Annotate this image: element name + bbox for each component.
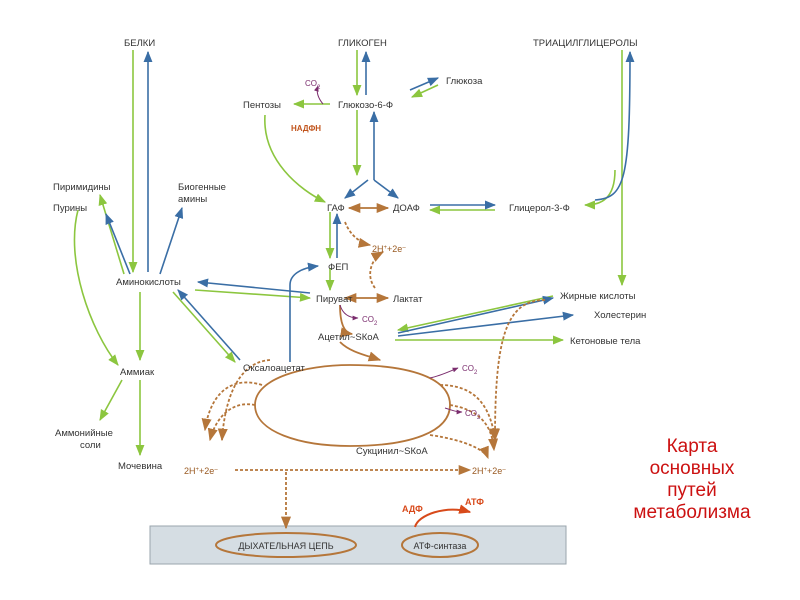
arrow-glicerol-tag xyxy=(594,50,635,201)
arrow-amino-pirimidiny xyxy=(98,193,125,275)
arrow-split-doaf xyxy=(373,179,399,199)
label-laktat: Лактат xyxy=(393,294,423,305)
co2-cycle-2: CO2 xyxy=(465,409,481,421)
label-fep: ФЕП xyxy=(328,262,349,273)
energy-left: 2H++2e– xyxy=(184,466,218,476)
label-belki: БЕЛКИ xyxy=(124,38,155,49)
arrow-g6f-glyukoza xyxy=(409,77,440,91)
arrow-split-gaf xyxy=(344,179,369,199)
co2-cycle-1: CO2 xyxy=(462,364,478,376)
label-sukcinil: Сукцинил~SКоА xyxy=(356,446,428,457)
label-mochevina: Мочевина xyxy=(118,461,163,472)
arrow-oksaloacetat-fep xyxy=(289,262,320,362)
label-zhirnye: Жирные кислоты xyxy=(560,291,636,302)
arrow-cycle-co2-2 xyxy=(444,407,463,415)
title-line-4: метаболизма xyxy=(633,502,751,523)
co2-g6f: CO2 xyxy=(305,79,321,91)
label-ketonovye: Кетоновые тела xyxy=(570,336,641,347)
arrow-oksaloacetat-amino xyxy=(177,289,241,361)
dash-right-loop-3 xyxy=(429,434,489,460)
label-pirimidiny: Пиримидины xyxy=(53,182,111,193)
arrow-cycle-co2-1 xyxy=(429,367,459,379)
label-holesterin: Холестерин xyxy=(594,310,646,321)
membrane-band xyxy=(149,525,567,565)
arrow-piruvat-amino xyxy=(196,278,311,294)
label-g6f: Глюкозо-6-Ф xyxy=(338,100,393,111)
arrow-glyukoza-g6f xyxy=(410,84,439,98)
brown-paths xyxy=(254,85,472,528)
label-piruvat: Пируват xyxy=(316,294,353,305)
label-aminokisloty: Аминокислоты xyxy=(116,277,181,288)
label-adf: АДФ xyxy=(402,504,423,514)
energy-right: 2H++2e– xyxy=(472,466,506,476)
atp-synthase-oval xyxy=(401,532,479,558)
energy-top: 2H++2e– xyxy=(372,244,406,254)
dash-left-loop-1 xyxy=(201,381,263,432)
arrow-ammiak-soli xyxy=(99,379,123,421)
dash-zhirnye-right xyxy=(489,299,546,442)
label-doaf: ДОАФ xyxy=(393,203,420,214)
respiratory-chain-oval xyxy=(215,532,357,558)
label-ammoniynye-2: соли xyxy=(80,440,101,451)
title-line-3: путей xyxy=(667,480,716,501)
arrow-zhirnye-acetil xyxy=(396,295,554,333)
krebs-cycle xyxy=(254,364,451,447)
arrow-pentozy-gaf xyxy=(264,114,327,203)
title-line-2: основных xyxy=(650,458,735,479)
title-line-1: Карта xyxy=(667,436,718,457)
arrow-amino-biogennye xyxy=(159,206,184,275)
arrow-piruvat-co2 xyxy=(339,304,359,321)
label-gaf: ГАФ xyxy=(327,203,345,214)
label-atf: АТФ xyxy=(465,497,484,507)
arrow-acetil-cycle xyxy=(339,341,382,362)
arrow-amino-oksaloacetat xyxy=(172,291,236,363)
arrow-amino-puriny xyxy=(105,212,131,275)
brown-dashed xyxy=(201,221,546,530)
label-pentozy: Пентозы xyxy=(243,100,281,111)
label-oksaloacetat: Оксалоацетат xyxy=(243,363,306,374)
label-atp-synthase: АТФ-синтаза xyxy=(414,541,467,551)
arrow-atp-synthesis xyxy=(414,504,472,528)
label-ammoniynye-1: Аммонийные xyxy=(55,428,113,439)
co2-piruvat: CO2 xyxy=(362,315,378,327)
arrow-amino-piruvat xyxy=(194,289,312,302)
arrow-piruvat-acetil xyxy=(339,304,354,338)
blue-arrows xyxy=(105,50,635,362)
label-ammiak: Аммиак xyxy=(120,367,155,378)
label-triacilglicerol: ТРИАЦИЛГЛИЦЕРОЛЫ xyxy=(533,38,638,49)
label-glicerol3f: Глицерол-3-Ф xyxy=(509,203,570,214)
arrow-puriny-ammiak xyxy=(73,209,119,366)
arrow-acetil-holesterin xyxy=(397,311,575,337)
label-acetil: Ацетил~SКоА xyxy=(318,332,380,343)
label-glyukoza: Глюкоза xyxy=(446,76,483,87)
label-puriny: Пурины xyxy=(53,203,87,214)
dash-left-loop-3 xyxy=(217,359,271,442)
dash-left-loop-2 xyxy=(207,403,256,442)
label-biogennye-1: Биогенные xyxy=(178,182,226,193)
dash-right-loop-2 xyxy=(449,404,499,452)
label-glikogen: ГЛИКОГЕН xyxy=(338,38,387,49)
dash-laktat-2h xyxy=(369,251,385,289)
arrow-acetil-zhirnye xyxy=(397,295,555,334)
nadfn-label: НАДФН xyxy=(291,124,321,133)
label-biogennye-2: амины xyxy=(178,194,207,205)
dash-gaf-2h xyxy=(344,221,372,248)
label-respiratory-chain: ДЫХАТЕЛЬНАЯ ЦЕПЬ xyxy=(238,541,333,551)
arrow-g6f-co2 xyxy=(314,85,324,105)
